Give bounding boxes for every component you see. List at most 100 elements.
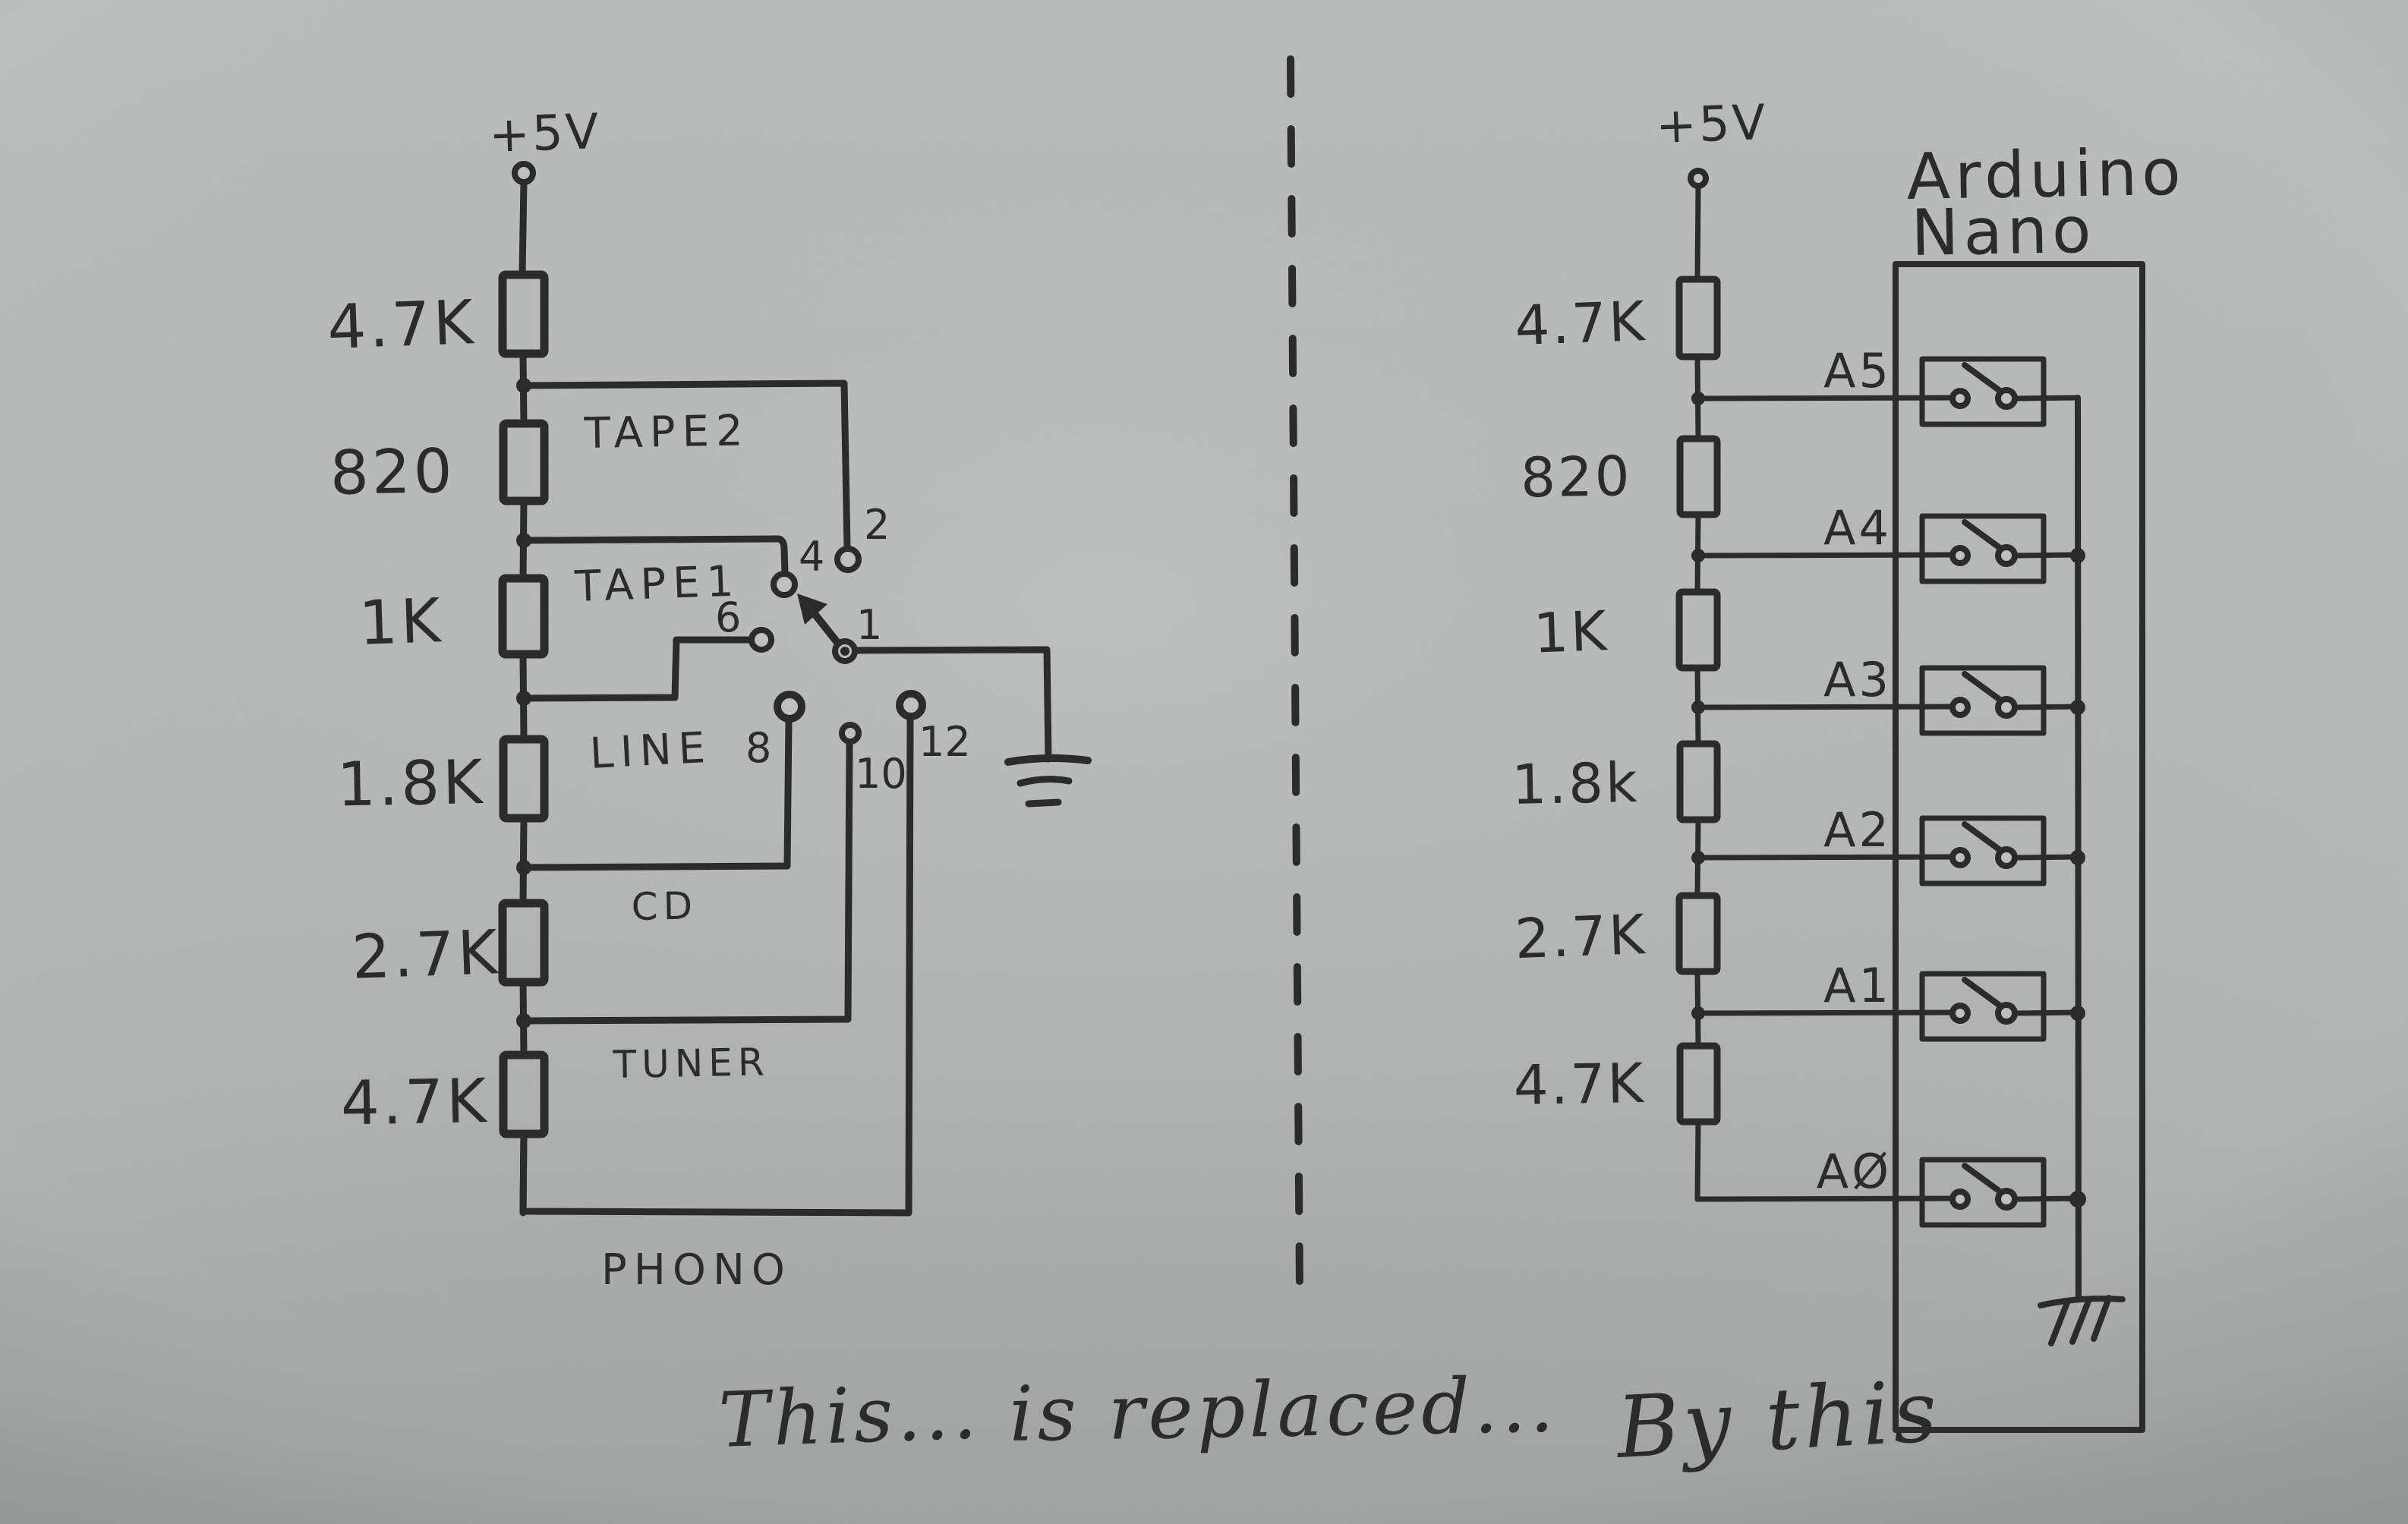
left-resistor-label-3: 1K — [358, 585, 445, 659]
resistor-symbol — [499, 735, 549, 823]
switch-box — [1919, 513, 2047, 584]
resistor-symbol — [498, 899, 549, 987]
switch-contact — [1995, 696, 2018, 719]
wiper-arrow-shaft — [812, 611, 843, 648]
rotary-contact-10 — [839, 722, 862, 745]
arduino-nano-box — [1893, 261, 2145, 1433]
tape2-wire — [520, 379, 851, 552]
tap-label-tape1: TAPE1 — [573, 556, 741, 612]
ink-linework — [498, 55, 2145, 1433]
ground-symbol-left — [1004, 754, 1092, 808]
channel-label-a1: A1 — [1823, 958, 1892, 1013]
left-supply-label: +5V — [488, 104, 602, 164]
rail-junction-dot — [2070, 850, 2085, 865]
left-resistor-label-5: 2.7K — [351, 917, 502, 993]
switch-lever — [1962, 977, 2007, 1012]
cd-wire — [520, 716, 793, 871]
rotary-contact-8 — [774, 691, 805, 723]
right-resistor-label-6: 4.7K — [1513, 1051, 1646, 1117]
channel-wire — [1695, 552, 1956, 559]
rotary-contact-4 — [771, 571, 798, 598]
right-resistor-label-5: 2.7K — [1514, 902, 1648, 971]
junction-dots — [516, 378, 2086, 1208]
right-resistor-label-1: 4.7K — [1514, 289, 1648, 357]
contact-number-10: 10 — [855, 750, 907, 798]
channel-wire — [2012, 1195, 2081, 1202]
switch-contact — [1995, 1188, 2018, 1211]
junction-dot — [516, 1013, 531, 1028]
contact-number-4: 4 — [799, 533, 824, 581]
channel-switch-a2 — [1695, 815, 2081, 886]
ground-symbol-right — [2038, 1295, 2126, 1346]
switch-contact — [1949, 545, 1971, 566]
contact-number-6: 6 — [715, 594, 741, 641]
switch-contact — [1995, 387, 2018, 410]
caption-by-this: By this — [1613, 1362, 1943, 1478]
wiper-arrowhead-icon — [797, 594, 827, 625]
tap-label-tuner: TUNER — [612, 1040, 770, 1087]
switch-contact — [1949, 1003, 1971, 1024]
tap-label-line: LINE — [588, 723, 713, 779]
channel-wire — [2012, 1009, 2081, 1016]
channel-wire — [2012, 854, 2081, 861]
switch-contact — [1949, 847, 1971, 868]
switch-contact — [1949, 1189, 1971, 1210]
left-supply-terminal — [512, 161, 536, 185]
channel-switch-a3 — [1695, 665, 2081, 736]
rail-junction-dot — [2069, 1191, 2086, 1208]
channel-label-a3: A3 — [1823, 652, 1892, 707]
right-supply-terminal — [1688, 168, 1709, 189]
contact-number-2: 2 — [864, 501, 890, 549]
resistor-symbol — [1676, 1042, 1721, 1126]
tap-label-tape2: TAPE2 — [583, 406, 750, 458]
switch-lever — [1962, 671, 2007, 706]
channel-switch-a0 — [1694, 1157, 2081, 1228]
labels: +5V 4.7K 820 1K 1.8K 2.7K 4.7K TAPE2 TAP… — [326, 95, 2186, 1478]
rail-junction-dot — [2070, 700, 2085, 715]
left-resistor-label-4: 1.8K — [336, 747, 486, 820]
contact-number-12: 12 — [919, 718, 971, 766]
channel-wire — [1695, 1009, 1956, 1016]
resistor-symbol — [1675, 276, 1721, 361]
channel-wire — [1695, 854, 1956, 861]
right-supply-label: +5V — [1655, 95, 1769, 155]
channel-wire — [1694, 1195, 1956, 1202]
switch-contact — [1995, 846, 2018, 869]
right-resistors — [1675, 276, 1721, 1126]
right-resistor-label-3: 1K — [1533, 599, 1610, 665]
resistor-symbol — [1675, 588, 1721, 672]
right-resistor-label-2: 820 — [1520, 444, 1632, 510]
ground-rail — [2075, 395, 2082, 1301]
right-ladder-segment — [1694, 183, 1701, 282]
resistor-symbol — [1675, 892, 1721, 975]
contact-circles — [512, 161, 2018, 1211]
channel-label-a2: A2 — [1823, 802, 1892, 858]
resistor-symbol — [1676, 435, 1721, 518]
switch-lever — [1962, 362, 2007, 397]
switch-lever — [1962, 519, 2007, 554]
switch-box — [1919, 1157, 2047, 1228]
junction-dot — [1691, 701, 1705, 714]
channel-switch-a5 — [1695, 356, 2081, 427]
rotary-contact-12 — [896, 690, 926, 720]
arduino-title-line2: Nano — [1911, 193, 2097, 270]
junction-dot — [516, 860, 531, 875]
resistor-symbol — [498, 574, 549, 659]
junction-dot — [1691, 549, 1705, 562]
resistor-symbol — [499, 419, 549, 505]
switch-contact — [1995, 1002, 2018, 1025]
caption-this: This... — [717, 1367, 982, 1465]
rail-junction-dot — [2070, 1006, 2085, 1021]
junction-dot — [1691, 392, 1705, 405]
rail-junction-dot — [2070, 548, 2085, 563]
junction-dot — [516, 533, 531, 548]
resistor-symbol — [498, 270, 549, 358]
common-wire — [851, 646, 1052, 763]
switch-lever — [1962, 821, 2007, 856]
junction-dot — [516, 691, 531, 706]
switch-box — [1919, 356, 2047, 427]
left-resistor-label-6: 4.7K — [340, 1066, 490, 1138]
junction-dot — [1691, 1006, 1705, 1020]
junction-dot — [1691, 851, 1705, 864]
